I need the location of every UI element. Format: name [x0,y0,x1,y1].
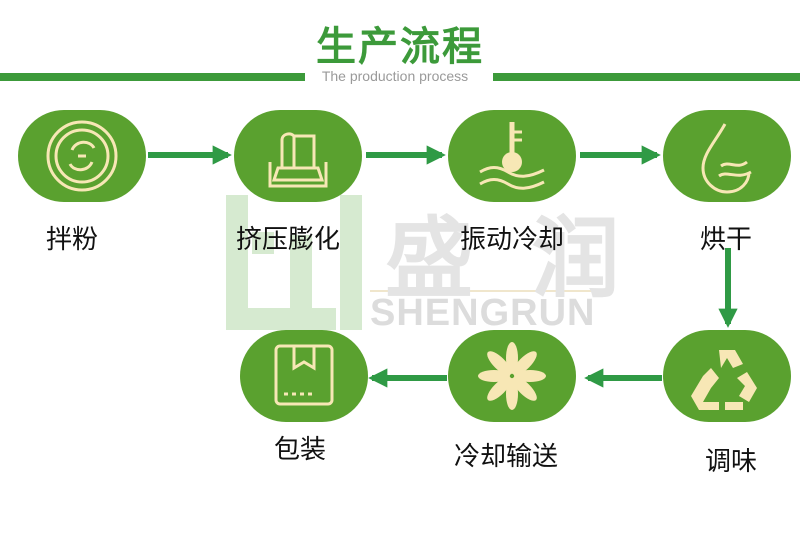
watermark-english: SHENGRUN [370,292,596,334]
watermark-divider [370,290,602,292]
page-subtitle: The production process [321,68,469,84]
step-vibration-cooling [448,110,576,202]
step-label-cooling-conveying: 冷却输送 [454,442,559,472]
watermark-chinese: 盛 润 [385,207,634,310]
step-packaging [240,330,368,422]
step-mixing [18,110,146,202]
step-extrusion [234,110,362,202]
header-rule-right [493,73,800,81]
recycle-icon [691,350,757,410]
step-drying [663,110,791,202]
page-title: 生产流程 [316,24,484,70]
step-label-extrusion: 挤压膨化 [236,225,341,255]
thermometer-waves-icon [479,122,545,190]
stir-icon [46,120,118,192]
step-label-vibration-cooling: 振动冷却 [460,225,565,255]
step-label-drying: 烘干 [700,225,753,255]
step-label-mixing: 拌粉 [46,225,99,255]
extrusion-icon [268,132,328,188]
step-cooling-conveying [448,330,576,422]
package-box-icon [274,344,334,406]
water-drop-icon [701,123,752,194]
step-seasoning [663,330,791,422]
step-label-seasoning: 调味 [705,447,758,477]
header-rule-left [0,73,305,81]
step-label-packaging: 包装 [274,435,327,465]
fan-icon [478,342,546,410]
